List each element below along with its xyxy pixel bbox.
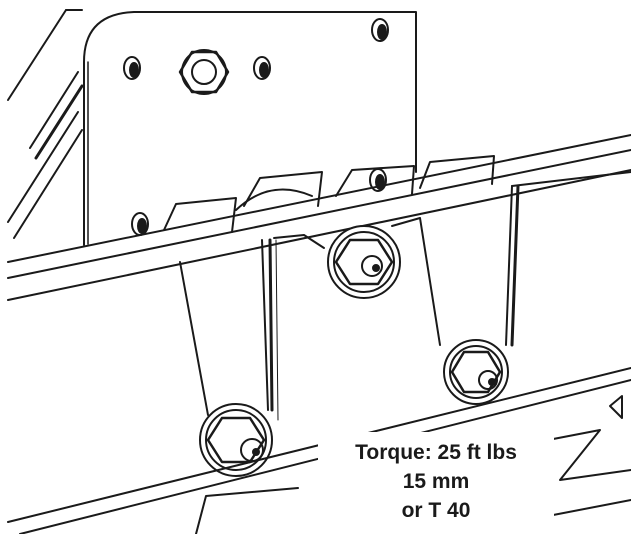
frame-rails	[7, 9, 84, 239]
spring-tensioner-icon	[179, 171, 631, 421]
torque-callout: Torque: 25 ft lbs 15 mm or T 40	[318, 432, 554, 528]
mounting-plate	[83, 11, 417, 246]
socket-size-torx: or T 40	[401, 499, 471, 522]
hex-bolt-icon	[178, 49, 230, 95]
mounting-hole-icon	[123, 56, 141, 80]
hex-bolt-icon	[443, 339, 509, 405]
torque-spec: Torque: 25 ft lbs	[355, 441, 517, 464]
mounting-hole-icon	[253, 56, 271, 80]
channel	[7, 134, 631, 301]
socket-size-mm: 15 mm	[402, 470, 470, 493]
mounting-hole-icon	[131, 212, 149, 236]
hex-bolt-icon	[327, 225, 401, 299]
mounting-hole-icon	[371, 18, 389, 42]
